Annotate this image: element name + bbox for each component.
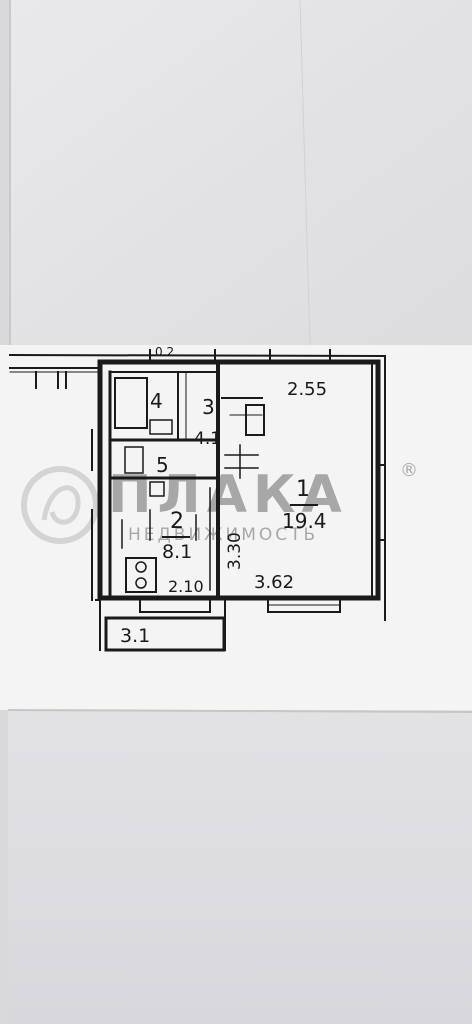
dim-room2-bottom: 2.10 <box>168 577 204 596</box>
dimension-labels: 2.55 0.2 3.62 2.10 3.30 3.1 <box>120 345 327 647</box>
outer-wall <box>97 359 381 601</box>
toilet <box>124 446 144 474</box>
balcony-area: 3.1 <box>120 625 150 647</box>
dim-room1-bottom: 3.62 <box>254 572 294 593</box>
room-4-number: 4 <box>150 389 163 413</box>
floor-plan <box>8 349 387 652</box>
paper-sheet-top <box>10 0 472 345</box>
sink <box>149 419 173 435</box>
paper-sheet-bottom <box>8 710 472 1024</box>
room-1-area: 19.4 <box>282 509 327 533</box>
bathtub <box>114 377 148 429</box>
room-3-area: 4.1 <box>194 429 221 449</box>
room-5-number: 5 <box>156 453 169 477</box>
room-3-number: 3 <box>202 395 215 419</box>
stove <box>125 557 157 593</box>
watermark-tagline: НЕДВИЖИМОСТЬ <box>128 525 318 545</box>
watermark-brand: ПЛАКА <box>108 465 348 525</box>
watermark: ПЛАКА ® НЕДВИЖИМОСТЬ <box>21 460 418 545</box>
room-2-number: 2 <box>170 509 184 534</box>
watermark-registered: ® <box>400 460 418 481</box>
dim-top-right: 2.55 <box>287 379 327 400</box>
dim-top-wall: 0.2 <box>155 345 174 359</box>
paper-sheet-plan <box>0 345 472 710</box>
window-room2 <box>139 597 211 613</box>
room-1-number: 1 <box>296 477 310 502</box>
dim-vertical: 3.30 <box>225 532 245 570</box>
room-2-area: 8.1 <box>162 541 192 563</box>
watermark-logo-icon <box>21 466 99 544</box>
room-labels: 4 3 4.1 5 1 19.4 2 8.1 <box>150 389 327 563</box>
